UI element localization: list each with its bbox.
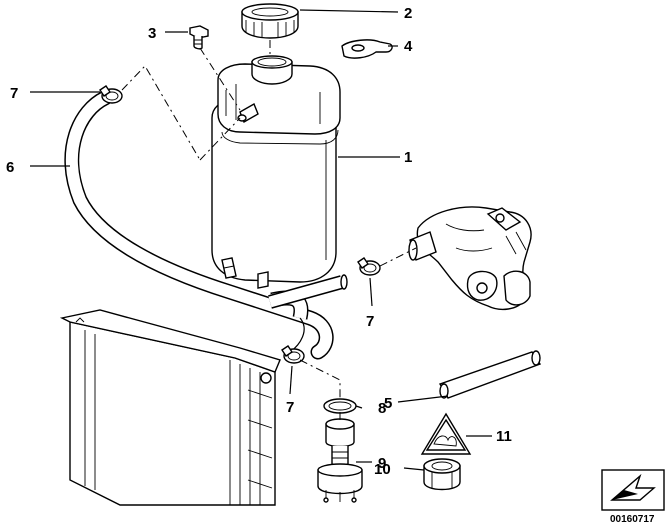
leader-lines (30, 9, 492, 471)
radiator (59, 309, 281, 506)
doc-number: 00160717 (610, 514, 655, 525)
callout-9: 9 (378, 455, 386, 472)
callout-10: 10 (374, 461, 391, 478)
doc-reference: 00160717 (601, 469, 665, 525)
callout-4: 4 (404, 38, 413, 55)
clamp-7-right (357, 257, 381, 276)
sensor-9 (317, 418, 363, 503)
callout-7-bottom: 7 (286, 399, 294, 416)
callout-7-top: 7 (10, 85, 18, 102)
o-ring-8 (323, 398, 357, 414)
hose-short (268, 274, 348, 309)
hose-5 (438, 350, 542, 399)
callout-5: 5 (384, 395, 392, 412)
water-pump (408, 206, 532, 311)
cap-2 (241, 3, 299, 39)
callout-7-right: 7 (366, 313, 374, 330)
warning-label-11 (420, 412, 472, 455)
clamp-7-bottom (281, 345, 305, 364)
nut-10 (423, 458, 461, 491)
callout-6: 6 (6, 159, 14, 176)
callout-8: 8 (378, 400, 386, 417)
bolt-3 (189, 25, 209, 50)
callout-3: 3 (148, 25, 156, 42)
callout-2: 2 (404, 5, 412, 22)
callout-11: 11 (496, 428, 512, 445)
bracket-4 (341, 39, 393, 59)
assembly-lines (121, 40, 417, 420)
expansion-tank (211, 55, 341, 289)
callout-1: 1 (404, 149, 412, 166)
clamp-7-top (99, 85, 123, 104)
callouts: 1 2 3 4 5 6 7 7 7 8 9 10 11 (6, 5, 512, 478)
